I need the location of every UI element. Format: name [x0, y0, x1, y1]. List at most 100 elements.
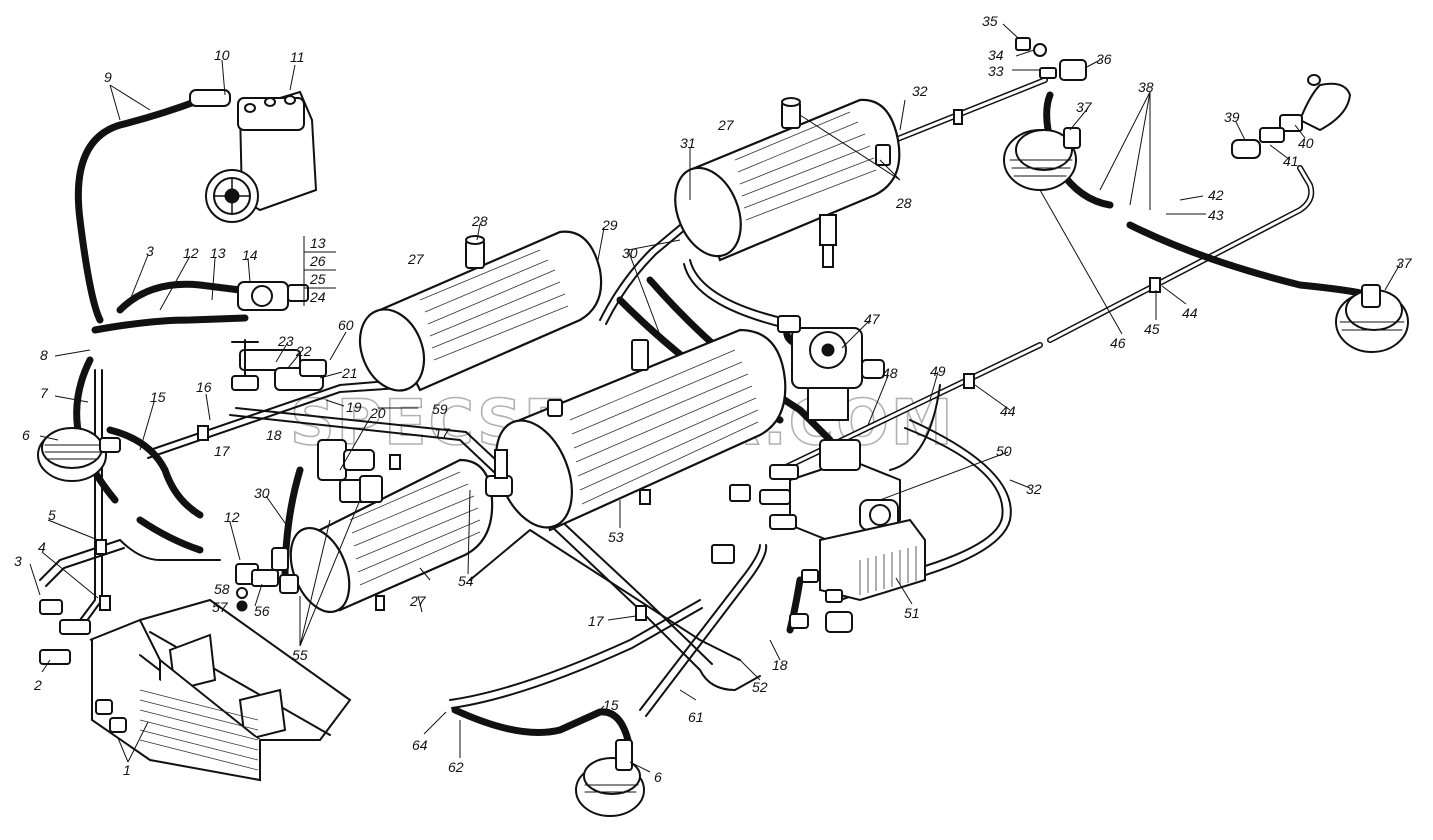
callout-50: 50 [996, 443, 1012, 459]
air-compressor [189, 89, 318, 223]
callout-41: 41 [1283, 153, 1299, 169]
coupling-head [1231, 74, 1352, 159]
callout-21: 21 [341, 365, 358, 381]
callout-53: 53 [608, 529, 624, 545]
callout-60: 60 [338, 317, 354, 333]
callout-48: 48 [882, 365, 898, 381]
callout-37-b: 37 [1396, 255, 1413, 271]
brake-chamber-bottom [575, 739, 645, 817]
callout-1-a: 1 [123, 762, 131, 778]
stack-label: 24 [309, 289, 326, 305]
callout-9: 9 [104, 69, 112, 85]
callout-34: 34 [988, 47, 1004, 63]
callout-47: 47 [864, 311, 881, 327]
callout-46: 46 [1110, 335, 1126, 351]
callout-27-a: 27 [407, 251, 425, 267]
callout-23: 23 [277, 333, 294, 349]
callout-3-a: 3 [146, 243, 154, 259]
callout-5: 5 [48, 507, 56, 523]
callout-8: 8 [40, 347, 48, 363]
callout-37-a: 37 [1076, 99, 1093, 115]
brake-chamber-rear-left [1003, 127, 1081, 191]
callout-22: 22 [295, 343, 312, 359]
callout-15-b: 15 [603, 697, 619, 713]
stack-label: 26 [309, 253, 326, 269]
callout-52: 52 [752, 679, 768, 695]
brake-chamber-left [37, 427, 121, 482]
callout-17-c: 17 [588, 613, 605, 629]
callout-59: 59 [432, 401, 448, 417]
callout-32-a: 32 [912, 83, 928, 99]
callout-45: 45 [1144, 321, 1160, 337]
callout-12-a: 12 [183, 245, 199, 261]
component-stack: 13 26 25 24 [303, 235, 336, 306]
drain-valve-56 [235, 547, 299, 612]
brake-valve-assembly [777, 315, 885, 421]
air-tank-upper-right [674, 97, 901, 268]
callout-16: 16 [196, 379, 212, 395]
stack-label: 25 [309, 271, 326, 287]
callout-64: 64 [412, 737, 428, 753]
leader-lines [29, 23, 1401, 773]
callout-17-b: 17 [434, 425, 451, 441]
callout-30-a: 30 [622, 245, 638, 261]
callout-28-b: 28 [895, 195, 912, 211]
clamps [95, 109, 1161, 621]
callout-27-b: 27 [717, 117, 735, 133]
callout-61: 61 [688, 709, 704, 725]
callout-27-c: 27 [409, 593, 427, 609]
callout-15-a: 15 [150, 389, 166, 405]
callout-10: 10 [214, 47, 230, 63]
valve-cluster-left [231, 339, 327, 391]
callout-20: 20 [369, 405, 386, 421]
fittings-top-right [1015, 37, 1087, 81]
callout-43: 43 [1208, 207, 1224, 223]
callout-7: 7 [40, 385, 49, 401]
callout-13: 13 [210, 245, 226, 261]
pressure-regulator [237, 281, 309, 311]
callout-57: 57 [212, 599, 229, 615]
callout-3-b: 3 [14, 553, 22, 569]
callout-62: 62 [448, 759, 464, 775]
callout-18-a: 18 [266, 427, 282, 443]
air-tank-center [495, 328, 787, 532]
stack-label: 13 [310, 235, 326, 251]
air-tank-upper-middle [358, 230, 603, 392]
callout-19: 19 [346, 399, 362, 415]
callout-55: 55 [292, 647, 308, 663]
hoses [73, 91, 1374, 744]
callout-42: 42 [1208, 187, 1224, 203]
callout-4: 4 [38, 539, 46, 555]
protection-valve-block [819, 518, 926, 602]
callout-6-b: 6 [654, 769, 662, 785]
brake-chamber-rear-right [1335, 284, 1409, 353]
callout-40: 40 [1298, 135, 1314, 151]
valve-fittings-55 [317, 439, 513, 503]
callout-11: 11 [290, 49, 305, 65]
callout-6-a: 6 [22, 427, 30, 443]
callout-35: 35 [982, 13, 998, 29]
callout-44-a: 44 [1182, 305, 1198, 321]
callout-56: 56 [254, 603, 270, 619]
callout-36: 36 [1096, 51, 1112, 67]
callout-32-b: 32 [1026, 481, 1042, 497]
callout-39: 39 [1224, 109, 1240, 125]
callout-51: 51 [904, 605, 920, 621]
air-tank-lower-left [289, 458, 494, 614]
callout-31: 31 [680, 135, 696, 151]
moisture-separator-block [39, 599, 261, 782]
callout-44-b: 44 [1000, 403, 1016, 419]
callout-54: 54 [458, 573, 474, 589]
callout-29: 29 [601, 217, 618, 233]
callout-58: 58 [214, 581, 230, 597]
callout-numbers: 1 1 2 3 3 4 5 6 6 7 8 9 10 11 12 12 13 1… [14, 13, 1413, 785]
callout-17-a: 17 [214, 443, 231, 459]
callout-14: 14 [242, 247, 258, 263]
callout-28-a: 28 [471, 213, 488, 229]
callout-2: 2 [33, 677, 42, 693]
callout-12-b: 12 [224, 509, 240, 525]
callout-33: 33 [988, 63, 1004, 79]
distributor-valve [711, 439, 901, 564]
callout-30-b: 30 [254, 485, 270, 501]
